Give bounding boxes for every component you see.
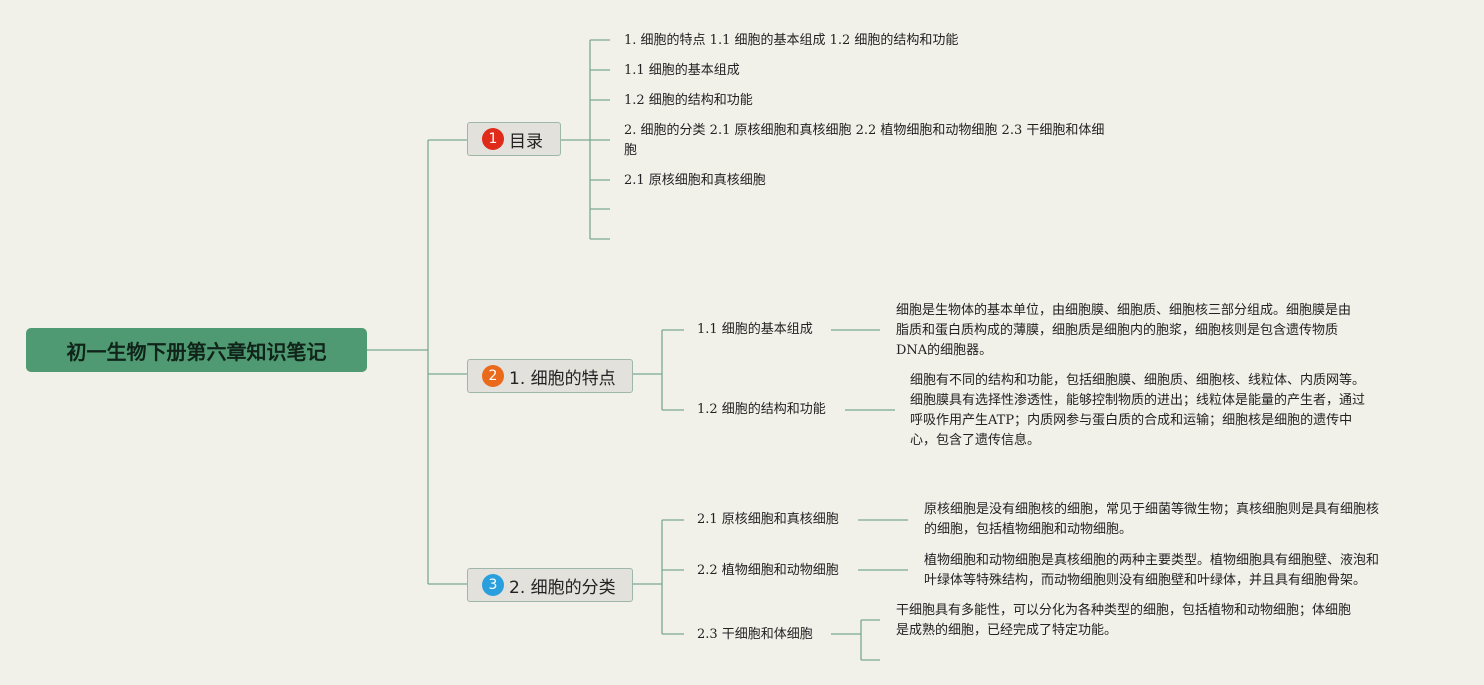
topic-1-1-description: 细胞是生物体的基本单位，由细胞膜、细胞质、细胞核三部分组成。细胞膜是由 脂质和蛋…	[896, 303, 1352, 358]
topic-2-1-description: 原核细胞是没有细胞核的细胞，常见于细菌等微生物；真核细胞则是具有细胞核 的细胞，…	[924, 502, 1380, 537]
toc-item-3[interactable]: 1.2 细胞的结构和功能	[624, 93, 753, 108]
root-title: 初一生物下册第六章知识笔记	[66, 339, 327, 364]
branch-section2-label: 2. 细胞的分类	[509, 577, 616, 598]
number-badge-3: 3	[482, 574, 504, 596]
toc-item-2[interactable]: 1.1 细胞的基本组成	[624, 63, 740, 78]
branch-section1[interactable]: 2 1. 细胞的特点	[467, 359, 633, 393]
topic-2-2-description: 植物细胞和动物细胞是真核细胞的两种主要类型。植物细胞具有细胞壁、液泡和 叶绿体等…	[924, 553, 1380, 588]
branch-section1-label: 1. 细胞的特点	[509, 368, 616, 389]
number-badge-2: 2	[482, 365, 504, 387]
topic-2-1[interactable]: 2.1 原核细胞和真核细胞	[697, 512, 839, 527]
toc-item-1[interactable]: 1. 细胞的特点 1.1 细胞的基本组成 1.2 细胞的结构和功能	[624, 33, 959, 48]
topic-2-3-description: 干细胞具有多能性，可以分化为各种类型的细胞，包括植物和动物细胞；体细胞 是成熟的…	[896, 603, 1352, 638]
branch-section2[interactable]: 3 2. 细胞的分类	[467, 568, 633, 602]
topic-2-2[interactable]: 2.2 植物细胞和动物细胞	[697, 563, 839, 578]
branch-toc-label: 目录	[509, 131, 543, 152]
toc-item-5[interactable]: 2.1 原核细胞和真核细胞	[624, 173, 766, 188]
topic-2-3[interactable]: 2.3 干细胞和体细胞	[697, 627, 813, 642]
topic-1-2-description: 细胞有不同的结构和功能，包括细胞膜、细胞质、细胞核、线粒体、内质网等。 细胞膜具…	[910, 373, 1366, 448]
topic-1-1[interactable]: 1.1 细胞的基本组成	[697, 322, 813, 337]
toc-item-4-cont: 胞	[624, 143, 638, 158]
branch-toc[interactable]: 1 目录	[467, 122, 561, 156]
topic-1-2[interactable]: 1.2 细胞的结构和功能	[697, 402, 826, 417]
toc-item-4[interactable]: 2. 细胞的分类 2.1 原核细胞和真核细胞 2.2 植物细胞和动物细胞 2.3…	[624, 123, 1105, 138]
number-badge-1: 1	[482, 128, 504, 150]
root-topic[interactable]: 初一生物下册第六章知识笔记	[26, 328, 367, 372]
